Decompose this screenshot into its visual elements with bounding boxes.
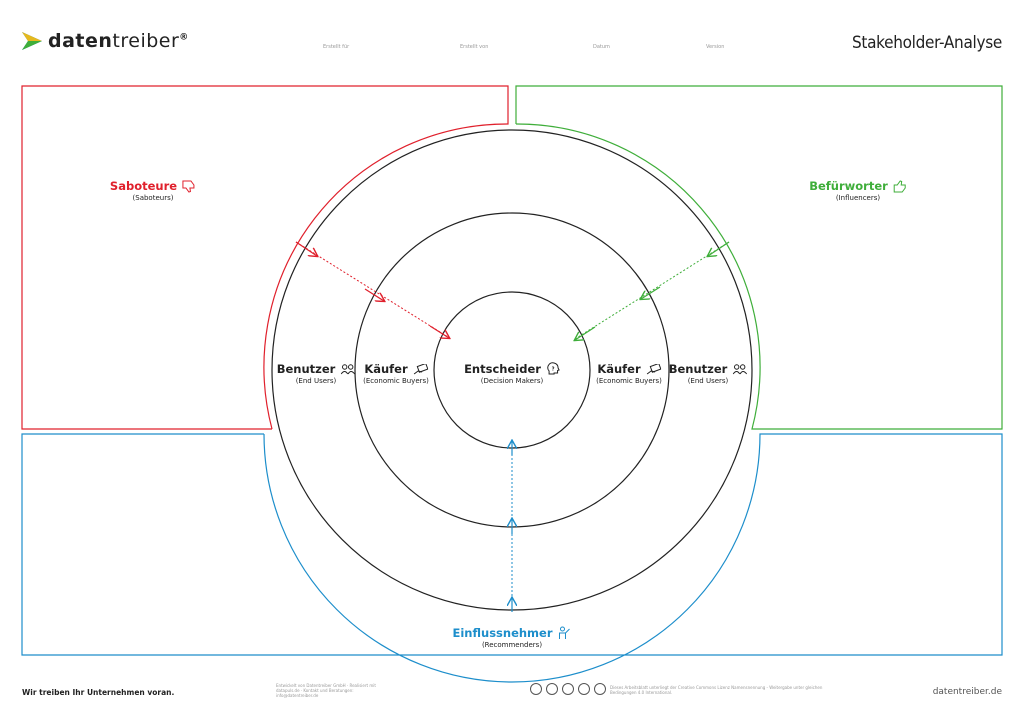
meta-date[interactable]: Datum [593,44,610,50]
cc-icon [530,683,542,695]
logo-wordmark: datentreiber® [48,30,189,52]
befuerworter-area[interactable] [515,85,1003,430]
meta-created-for[interactable]: Erstellt für [323,44,350,50]
meta-created-by[interactable]: Erstellt von [460,44,489,50]
saboteure-label: Saboteure (Saboteurs) [110,179,196,202]
befuerworter-arrows [575,241,730,340]
saboteure-arrows [295,241,449,338]
meta-version[interactable]: Version [706,44,725,50]
recommender-icon [559,626,570,639]
kaeufer-right-label: Käufer (Economic Buyers) [596,362,662,385]
entscheider-subtitle: (Decision Makers) [480,377,544,385]
entscheider-title: Entscheider [464,362,541,376]
benutzer-left-title: Benutzer [276,362,336,376]
license-badges [530,683,606,695]
benutzer-right-title: Benutzer [668,362,728,376]
thumbs-down-icon [182,180,195,193]
benutzer-right-label: Benutzer (End Users) [669,362,748,385]
kaeufer-right-title: Käufer [597,362,641,376]
footer-url[interactable]: datentreiber.de [932,687,1002,697]
sa-icon [562,683,574,695]
einflussnehmer-label: Einflussnehmer (Recommenders) [452,626,571,649]
nc-icon [578,683,590,695]
benutzer-right-subtitle: (End Users) [687,377,729,385]
saboteure-area[interactable] [21,85,509,430]
svg-text:?: ? [551,367,554,373]
logo: datentreiber® [22,30,189,52]
benutzer-left-label: Benutzer (End Users) [277,362,356,385]
befuerworter-title: Befürworter [809,179,888,193]
kaeufer-left-subtitle: (Economic Buyers) [363,377,429,385]
kaeufer-left-title: Käufer [364,362,408,376]
person-icon [594,683,606,695]
money-hand-icon [413,363,428,374]
by-icon [546,683,558,695]
logo-arrow-icon [22,32,42,50]
benutzer-left-subtitle: (End Users) [295,377,337,385]
money-hand-icon [646,363,661,374]
kaeufer-left-label: Käufer (Economic Buyers) [363,362,429,385]
footer-credits: Entwickelt von Datentreiber GmbH · Reali… [276,683,376,698]
decision-head-icon: ? [547,362,560,375]
footer-license: Dieses Arbeitsblatt unterliegt der Creat… [610,685,823,695]
entscheider-label: Entscheider ? (Decision Makers) [464,362,560,385]
einflussnehmer-title: Einflussnehmer [452,626,553,640]
users-icon [732,363,747,374]
users-icon [340,363,355,374]
page-title: Stakeholder-Analyse [851,33,1002,53]
thumbs-up-icon [893,179,906,192]
kaeufer-right-subtitle: (Economic Buyers) [596,377,662,385]
footer-slogan: Wir treiben Ihr Unternehmen voran. [22,688,175,697]
einflussnehmer-subtitle: (Recommenders) [481,641,543,649]
saboteure-title: Saboteure [109,179,178,193]
befuerworter-subtitle: (Influencers) [835,194,881,202]
einflussnehmer-area[interactable] [21,433,1003,683]
saboteure-subtitle: (Saboteurs) [132,194,174,202]
befuerworter-label: Befürworter (Influencers) [809,179,907,202]
